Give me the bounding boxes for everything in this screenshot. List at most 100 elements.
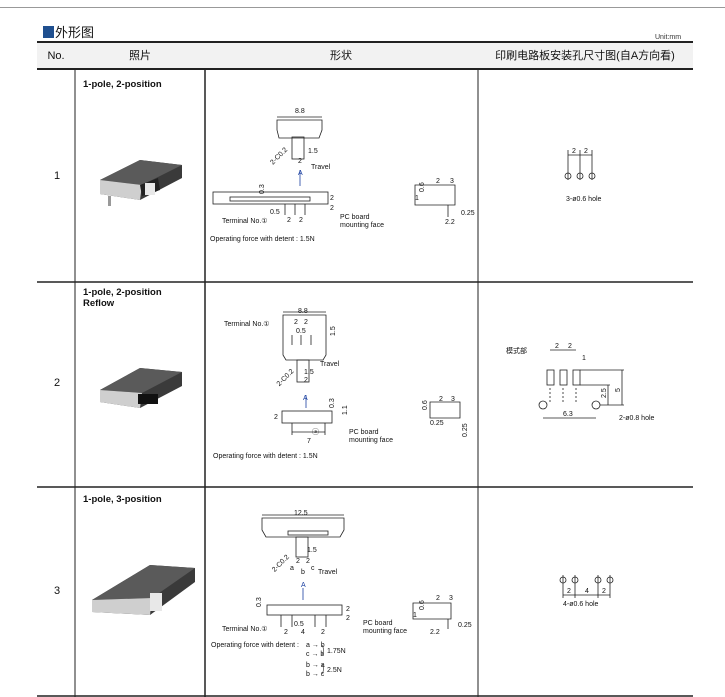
view-direction-label: A [301, 582, 306, 589]
dim-label: 2 [299, 217, 303, 224]
product-name: 1-pole, 2-position [83, 287, 162, 298]
dim-label: 1 [413, 612, 417, 619]
dim-label: 12.5 [294, 510, 308, 517]
dim-label: 0.6 [419, 182, 426, 192]
dim-label: a [290, 565, 294, 572]
dim-label: 2 [304, 377, 308, 384]
pcb-label: PC board [363, 620, 393, 627]
dim-label: 1.5 [330, 326, 337, 336]
dim-label: 2.2 [430, 629, 440, 636]
header-bg [37, 43, 693, 68]
dim-label: 2 [436, 178, 440, 185]
header-pcb: 印刷电路板安装孔尺寸图(自A方向看) [495, 48, 675, 62]
dim-label: 2.2 [445, 219, 455, 226]
switch-photo [92, 565, 195, 615]
dim-label: 1.5 [307, 547, 317, 554]
dim-label: 6.3 [563, 411, 573, 418]
unit-label: Unit:mm [655, 34, 682, 41]
pcb-label: PC board [349, 429, 379, 436]
dim-label: b [301, 569, 305, 576]
dim-label: 2 [346, 615, 350, 622]
hole-drawing-3 [559, 575, 614, 598]
hole-label: 2-ø0.8 hole [619, 415, 655, 422]
switch-photo [100, 368, 182, 408]
view-direction-label: A [298, 170, 303, 177]
dim-label: 4 [301, 629, 305, 636]
dim-label: 0.3 [256, 597, 263, 607]
dim-label: 2-C0.2 [276, 368, 296, 388]
dim-label: 2 [298, 158, 302, 165]
dim-label: 1.5 [304, 369, 314, 376]
terminal-label: Terminal No.① [222, 217, 268, 225]
dim-label: 2 [567, 588, 571, 595]
force-line: a → b [306, 642, 325, 649]
product-subname: Reflow [83, 298, 115, 309]
header-shape: 形状 [330, 48, 352, 62]
force-value: 2.5N [327, 667, 342, 674]
dim-label: 0.25 [458, 622, 472, 629]
dim-label: 0.3 [329, 398, 336, 408]
dim-label: 0.5 [296, 328, 306, 335]
dim-label: 2-C0.2 [269, 146, 289, 166]
operating-force: Operating force with detent : 1.5N [213, 453, 318, 460]
dim-label: 2 [321, 629, 325, 636]
dim-label: 8.8 [295, 108, 305, 115]
dim-label: 2 [287, 217, 291, 224]
dim-label: 3 [451, 396, 455, 403]
dim-label: 1 [415, 195, 419, 202]
dim-label: 0.25 [430, 420, 444, 427]
pcb-label: PC board [340, 214, 370, 221]
terminal-label: Terminal No.① [224, 320, 270, 328]
dim-label: ⓐ [312, 428, 319, 436]
row-no: 3 [54, 585, 60, 597]
dim-label: 2 [439, 396, 443, 403]
dim-label: 0.5 [294, 621, 304, 628]
dim-label: 0.3 [259, 184, 266, 194]
section-title-text: 外形图 [55, 25, 95, 40]
hole-label: 模式部 [506, 346, 527, 355]
product-name: 1-pole, 2-position [83, 79, 162, 90]
dim-label: 2 [306, 558, 310, 565]
dim-label: c [311, 565, 315, 572]
dim-label: 2.5 [601, 388, 608, 398]
view-direction-label: A [303, 395, 308, 402]
row-no: 2 [54, 377, 60, 389]
shape-drawing-3 [261, 514, 452, 629]
operating-force: Operating force with detent : 1.5N [210, 236, 315, 243]
row-no: 1 [54, 170, 60, 182]
pcb-label: mounting face [349, 437, 393, 444]
section-title: 外形图 [43, 22, 94, 41]
dim-label: 0.6 [422, 400, 429, 410]
dim-label: 2 [602, 588, 606, 595]
header-photo: 照片 [129, 49, 151, 62]
force-value: 1.75N [327, 648, 346, 655]
dim-label: 7 [307, 438, 311, 445]
dim-label: 8.8 [298, 308, 308, 315]
dim-label: 2-C0.2 [271, 554, 291, 574]
dim-label: 0.6 [419, 600, 426, 610]
hole-drawing-1 [564, 150, 596, 180]
dim-label: 2 [296, 558, 300, 565]
dim-label: 2 [304, 319, 308, 326]
shape-drawing-1 [212, 116, 456, 217]
dim-label: 2 [274, 414, 278, 421]
dim-label: 2 [330, 205, 334, 212]
dim-label: Travel [318, 569, 338, 576]
force-line: c → b [306, 651, 324, 658]
pcb-label: mounting face [363, 628, 407, 635]
operating-force: Operating force with detent : [211, 642, 299, 649]
dim-label: Travel [320, 361, 340, 368]
header-no: No. [47, 50, 64, 62]
force-line: b → a [306, 662, 325, 669]
dim-label: 2 [330, 195, 334, 202]
shape-drawing-2 [281, 311, 461, 435]
switch-photo [100, 160, 182, 206]
dim-label: 1.1 [342, 405, 349, 415]
dim-label: 2 [572, 148, 576, 155]
hole-label: 4-ø0.6 hole [563, 601, 599, 608]
title-marker-icon [43, 25, 54, 38]
dim-label: 0.25 [461, 210, 475, 217]
product-name: 1-pole, 3-position [83, 494, 162, 505]
dim-label: Travel [311, 164, 331, 171]
